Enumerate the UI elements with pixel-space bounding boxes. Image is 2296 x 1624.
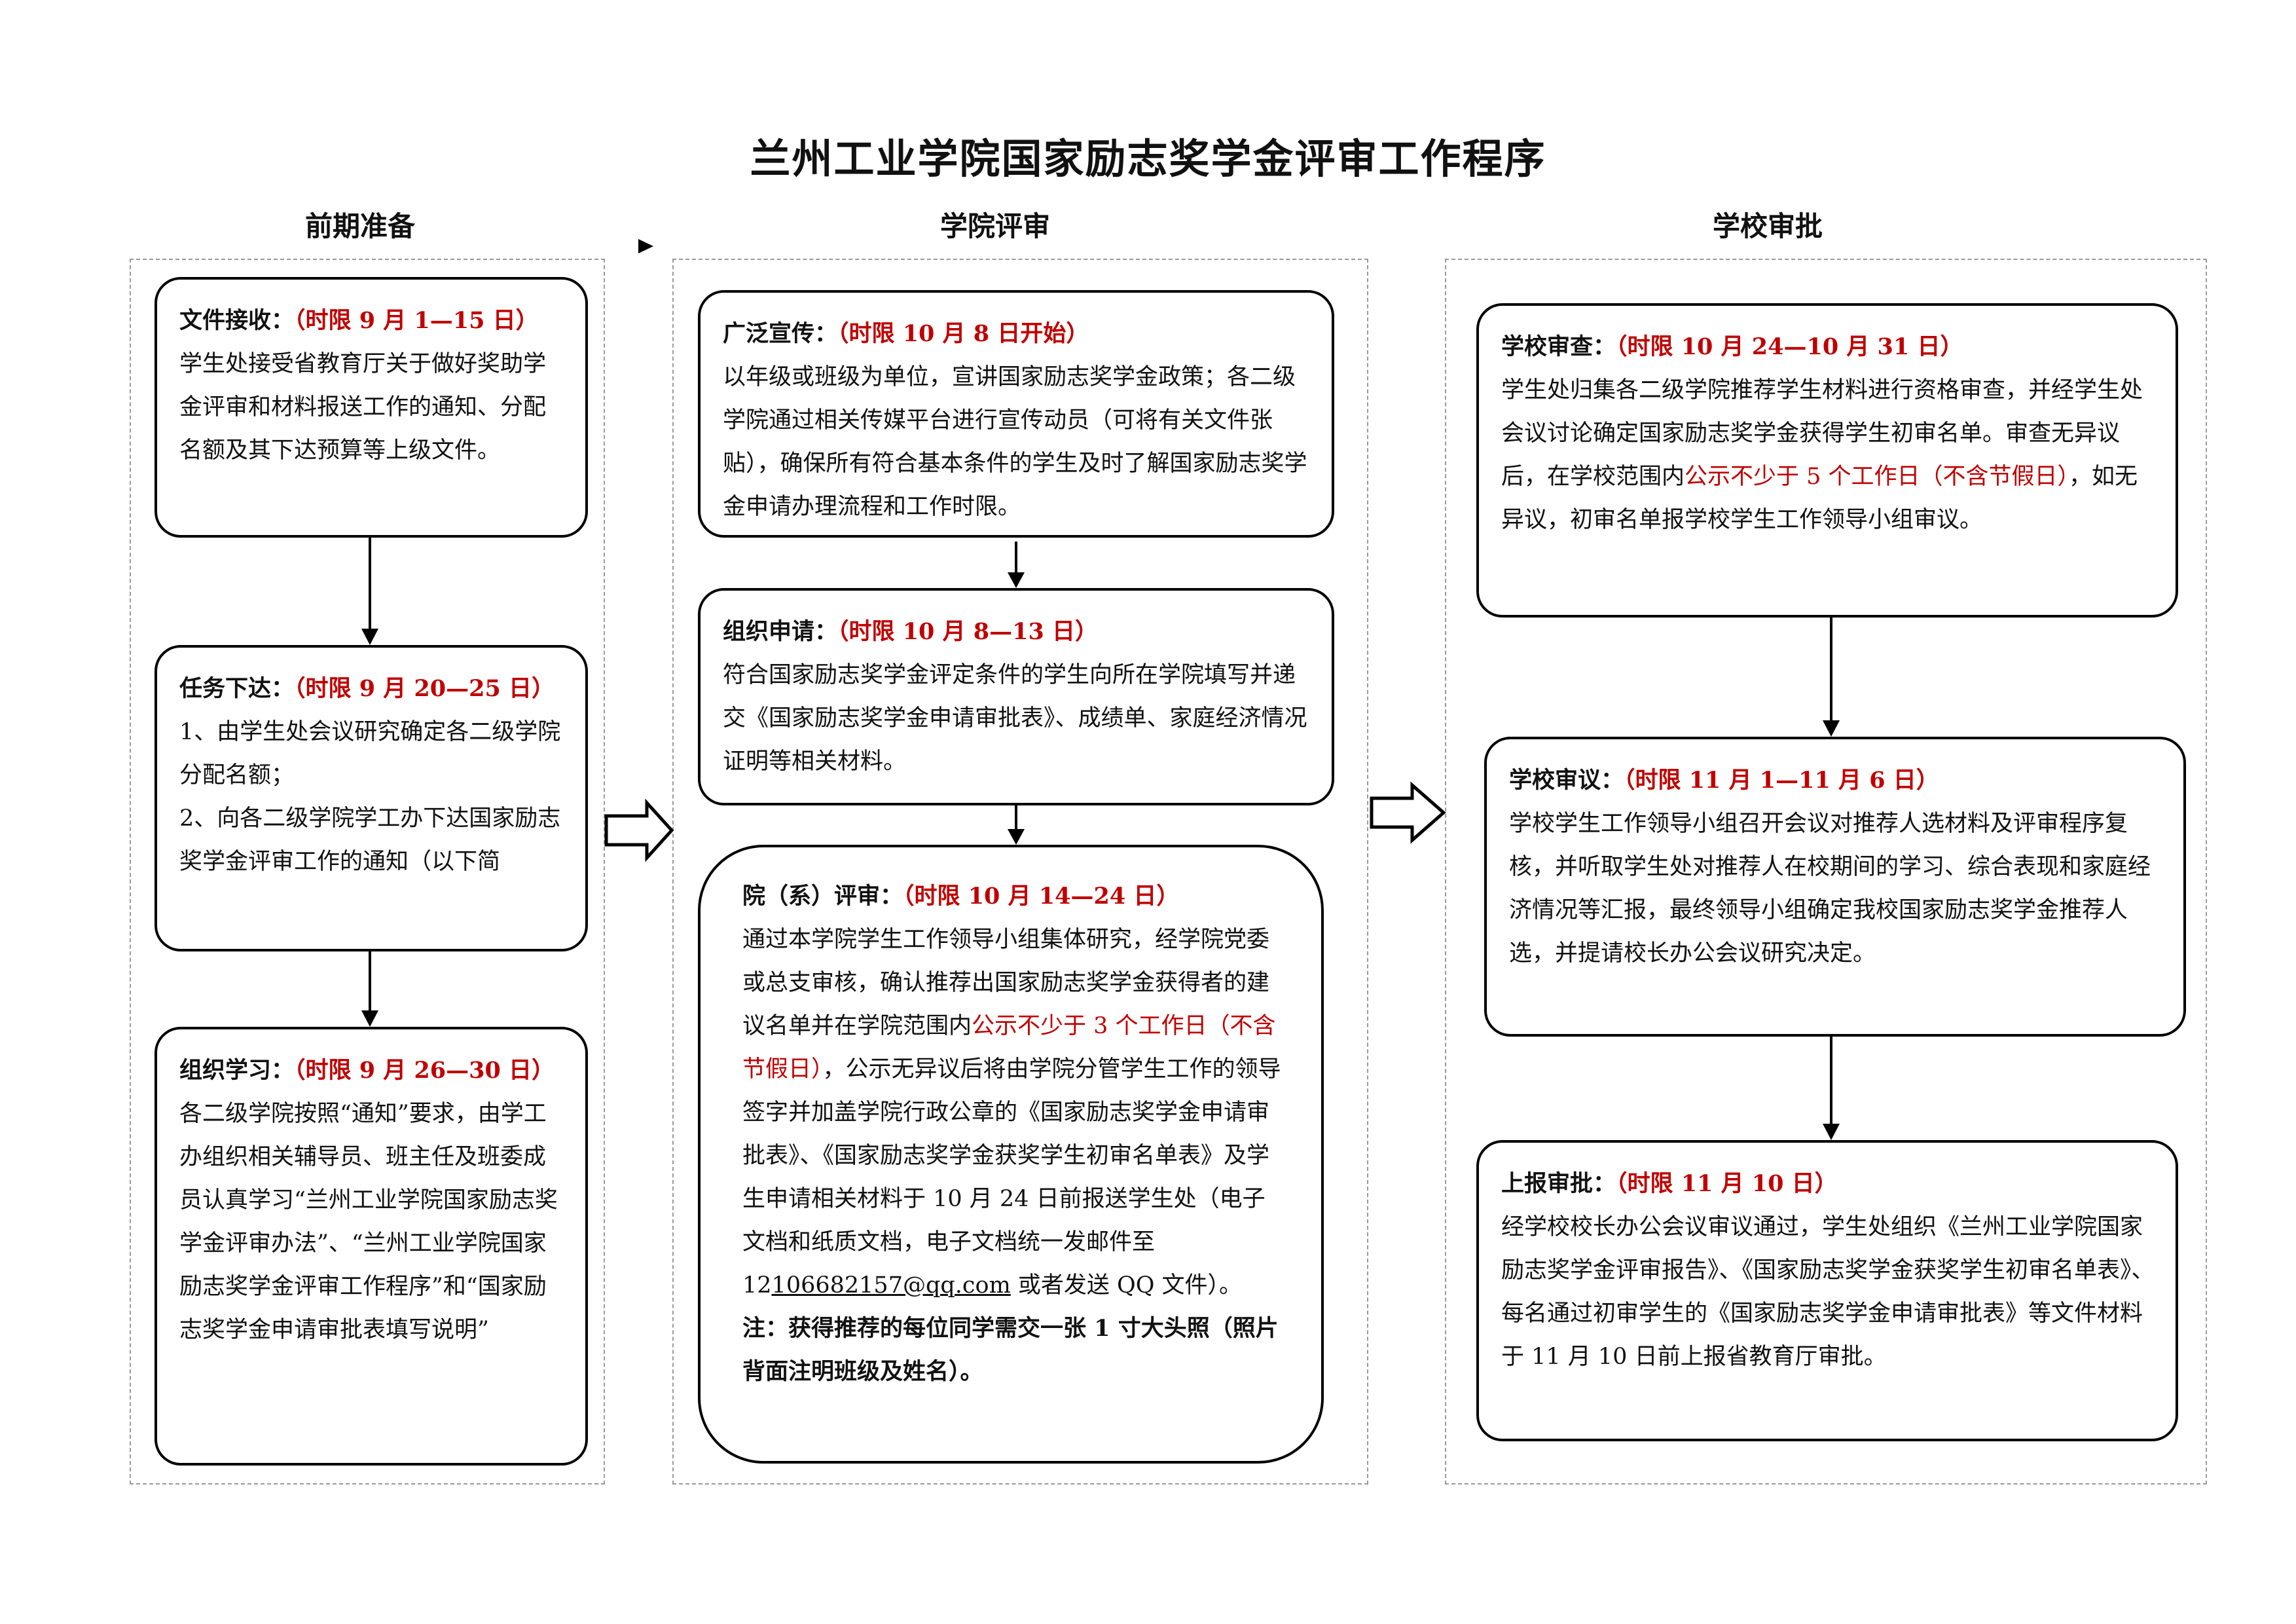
step-description: 学生处接受省教育厅关于做好奖助学金评审和材料报送工作的通知、分配名额及其下达预算…: [179, 351, 547, 464]
time-limit: （时限 10 月 8 日开始）: [837, 320, 1089, 347]
step-task-assignment: 任务下达：（时限 9 月 20—25 日） 1、由学生处会议研究确定各二级学院分…: [155, 645, 588, 951]
time-limit: （时限 10 月 8—13 日）: [837, 618, 1099, 645]
step-file-receipt: 文件接收：（时限 9 月 1—15 日） 学生处接受省教育厅关于做好奖助学金评审…: [155, 277, 588, 538]
time-limit: （时限 10 月 24—10 月 31 日）: [1616, 333, 1963, 360]
page-title: 兰州工业学院国家励志奖学金评审工作程序: [750, 135, 1546, 183]
column-college-review-frame: [672, 259, 1368, 1485]
step-description: 符合国家励志奖学金评定条件的学生向所在学院填写并递交《国家励志奖学金申请审批表》…: [723, 662, 1307, 775]
column-heading-school-approval: 学校审批: [1712, 210, 1823, 242]
column-school-approval-frame: [1445, 259, 2207, 1485]
step-description: 各二级学院按照“通知”要求，由学工办组织相关辅导员、班主任及班委成员认真学习“兰…: [179, 1101, 558, 1343]
step-label: 学校审议：: [1509, 767, 1624, 794]
arrow-down-2: [361, 951, 378, 1027]
arrow-down-1: [361, 538, 378, 645]
time-limit: （时限 9 月 20—25 日）: [294, 675, 555, 702]
photo-note: 注：获得推荐的每位同学需交一张 1 寸大头照（照片背面注明班级及姓名）。: [742, 1315, 1279, 1385]
arrow-down-4: [1008, 805, 1025, 845]
step-label: 组织学习：: [179, 1057, 295, 1084]
step-publicity: 广泛宣传：（时限 10 月 8 日开始） 以年级或班级为单位，宣讲国家励志奖学金…: [698, 290, 1334, 538]
step-description: 以年级或班级为单位，宣讲国家励志奖学金政策；各二级学院通过相关传媒平台进行宣传动…: [723, 364, 1307, 520]
step-item-1: 1、由学生处会议研究确定各二级学院分配名额；: [179, 719, 561, 788]
block-arrow-col2-to-col3: [1370, 781, 1446, 844]
column-heading-college-review: 学院评审: [939, 210, 1050, 242]
small-marker-arrow: [638, 239, 653, 253]
block-arrow-col1-to-col2: [604, 798, 674, 862]
step-description: 经学校校长办公会议审议通过，学生处组织《兰州工业学院国家励志奖学金评审报告》、《…: [1501, 1214, 2155, 1370]
time-limit: （时限 11 月 1—11 月 6 日）: [1624, 767, 1939, 794]
step-label: 广泛宣传：: [723, 320, 838, 347]
step-organize-study: 组织学习：（时限 9 月 26—30 日） 各二级学院按照“通知”要求，由学工办…: [155, 1027, 588, 1466]
step-description: 学校学生工作领导小组召开会议对推荐人选材料及评审程序复核，并听取学生处对推荐人在…: [1509, 811, 2151, 967]
arrow-down-6: [1823, 1037, 1840, 1140]
step-report-approval: 上报审批：（时限 11 月 10 日） 经学校校长办公会议审议通过，学生处组织《…: [1476, 1140, 2178, 1441]
time-limit: （时限 9 月 26—30 日）: [294, 1057, 555, 1084]
arrow-down-5: [1823, 618, 1840, 737]
publicity-requirement: 公示不少于 5 个工作日（不含节假日）: [1685, 464, 2069, 490]
step-description: 通过本学院学生工作领导小组集体研究，经学院党委或总支审核，确认推荐出国家励志奖学…: [742, 927, 1281, 1299]
column-heading-preparation: 前期准备: [304, 210, 415, 242]
step-department-review: 院（系）评审：（时限 10 月 14—24 日） 通过本学院学生工作领导小组集体…: [698, 845, 1324, 1464]
step-label: 学校审查：: [1501, 333, 1616, 360]
column-preparation-frame: [130, 259, 605, 1485]
step-label: 院（系）评审：: [742, 883, 903, 910]
step-application: 组织申请：（时限 10 月 8—13 日） 符合国家励志奖学金评定条件的学生向所…: [698, 588, 1334, 805]
arrow-down-3: [1008, 542, 1025, 588]
time-limit: （时限 10 月 14—24 日）: [903, 883, 1180, 910]
step-school-deliberation: 学校审议：（时限 11 月 1—11 月 6 日） 学校学生工作领导小组召开会议…: [1484, 737, 2186, 1037]
step-school-check: 学校审查：（时限 10 月 24—10 月 31 日） 学生处归集各二级学院推荐…: [1476, 303, 2178, 618]
step-label: 任务下达：: [179, 675, 295, 702]
step-label: 组织申请：: [723, 618, 838, 645]
email-address: 106682157@qq.com: [771, 1272, 1011, 1299]
time-limit: （时限 11 月 10 日）: [1616, 1170, 1838, 1197]
time-limit: （时限 9 月 1—15 日）: [294, 307, 539, 334]
publicity-requirement: 公示不少于 3 个工作日（不含节假日）: [742, 1013, 1276, 1082]
step-label: 上报审批：: [1501, 1170, 1616, 1197]
step-description: 学生处归集各二级学院推荐学生材料进行资格审查，并经学生处会议讨论确定国家励志奖学…: [1501, 377, 2143, 533]
step-item-2: 2、向各二级学院学工办下达国家励志奖学金评审工作的通知（以下简: [179, 805, 561, 875]
step-label: 文件接收：: [179, 307, 295, 334]
